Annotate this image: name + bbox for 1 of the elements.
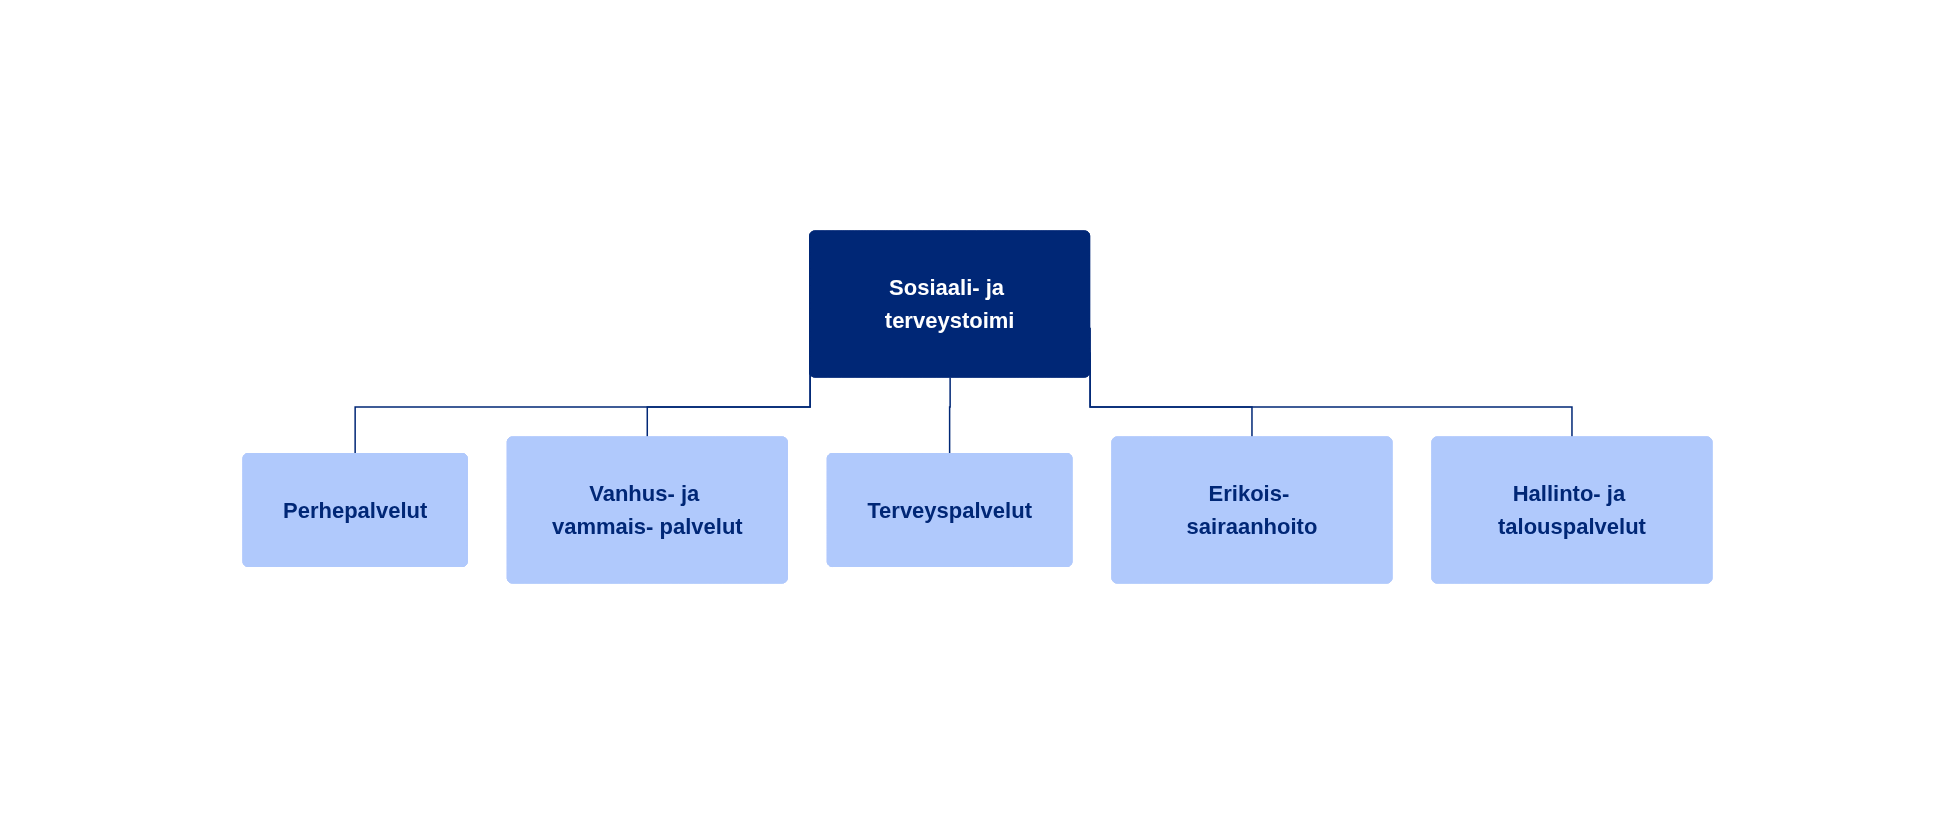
connector: [948, 376, 951, 455]
